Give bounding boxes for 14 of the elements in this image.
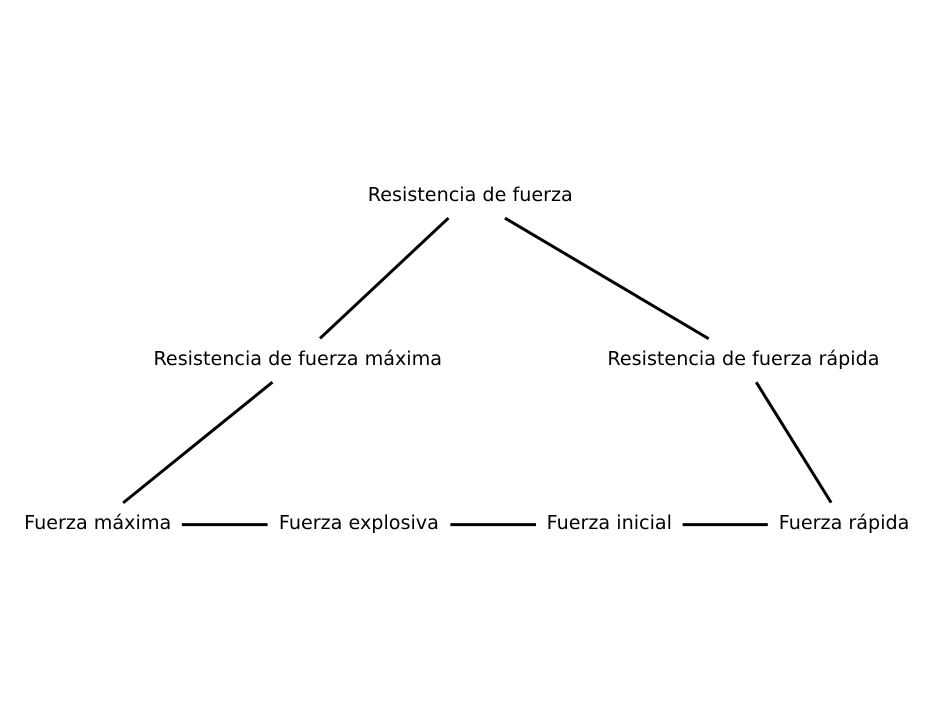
connector <box>318 216 450 340</box>
connector <box>682 522 768 526</box>
node-text: Fuerza máxima <box>24 510 172 534</box>
node-text: Fuerza explosiva <box>278 510 439 534</box>
connector <box>504 216 710 340</box>
connector <box>450 522 536 526</box>
node-text: Resistencia de fuerza máxima <box>153 346 442 370</box>
connector <box>754 380 832 503</box>
node-text: Fuerza inicial <box>546 510 672 534</box>
connector <box>182 522 268 526</box>
node-text: Fuerza rápida <box>778 510 910 534</box>
node-text: Resistencia de fuerza <box>368 182 573 206</box>
node-text: Resistencia de fuerza rápida <box>607 346 880 370</box>
connector <box>122 380 274 504</box>
